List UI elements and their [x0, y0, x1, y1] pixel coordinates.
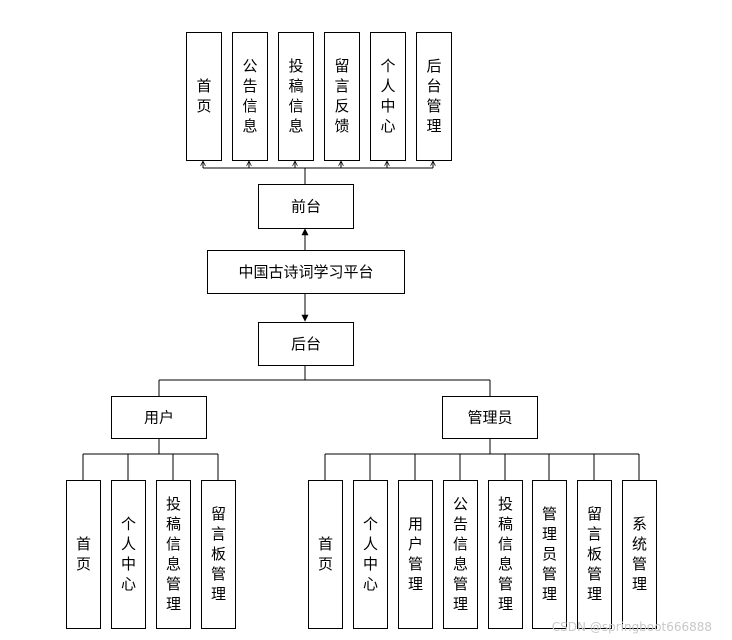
admin-module-box: 投稿信息管理 [488, 480, 523, 629]
box-frame [201, 480, 236, 629]
front-module-box: 后台管理 [416, 32, 452, 161]
box-frame [232, 32, 268, 161]
front-module-box: 留言反馈 [324, 32, 360, 161]
box-frame [353, 480, 388, 629]
admin-module-box: 首页 [308, 480, 343, 629]
box-frame [443, 480, 478, 629]
user-module-box: 投稿信息管理 [156, 480, 191, 629]
admin-module-box: 用户管理 [398, 480, 433, 629]
box-frame [308, 480, 343, 629]
box-label: 后台 [291, 335, 321, 353]
root-box: 中国古诗词学习平台 [207, 250, 405, 294]
front-module-box: 个人中心 [370, 32, 406, 161]
box-frame [278, 32, 314, 161]
box-label: 投稿信息管理 [166, 495, 181, 613]
box-label: 首页 [76, 535, 91, 573]
user-module-box: 个人中心 [111, 480, 146, 629]
box-frame [111, 480, 146, 629]
admin-module-box: 公告信息管理 [443, 480, 478, 629]
box-frame [622, 480, 657, 629]
box-label: 个人中心 [380, 57, 395, 135]
box-label: 投稿信息 [288, 57, 303, 135]
box-frame [66, 480, 101, 629]
box-label: 投稿信息管理 [498, 495, 513, 613]
box-label: 首页 [196, 77, 211, 115]
box-frame [324, 32, 360, 161]
box-label: 留言板管理 [211, 505, 226, 603]
box-label: 管理员管理 [542, 505, 557, 603]
front-module-box: 公告信息 [232, 32, 268, 161]
box-frame [258, 184, 354, 229]
back-box: 后台 [258, 322, 354, 366]
box-frame [156, 480, 191, 629]
box-label: 后台管理 [426, 57, 441, 135]
box-label: 公告信息 [242, 57, 257, 135]
admin-module-box: 管理员管理 [532, 480, 567, 629]
module-boxes: 首页公告信息投稿信息留言反馈个人中心后台管理前台中国古诗词学习平台后台用户管理员… [66, 32, 657, 629]
user-module-box: 首页 [66, 480, 101, 629]
front-module-box: 投稿信息 [278, 32, 314, 161]
admin-module-box: 留言板管理 [577, 480, 612, 629]
box-label: 系统管理 [632, 515, 647, 593]
admin-role-box: 管理员 [442, 396, 538, 439]
admin-module-box: 个人中心 [353, 480, 388, 629]
front-box: 前台 [258, 184, 354, 229]
box-label: 用户管理 [408, 515, 423, 593]
box-frame [532, 480, 567, 629]
front-module-box: 首页 [186, 32, 222, 161]
box-frame [416, 32, 452, 161]
admin-module-box: 系统管理 [622, 480, 657, 629]
box-frame [398, 480, 433, 629]
box-frame [488, 480, 523, 629]
box-frame [111, 396, 207, 439]
box-label: 留言反馈 [334, 57, 349, 135]
box-frame [370, 32, 406, 161]
box-label: 留言板管理 [587, 505, 602, 603]
box-label: 个人中心 [121, 515, 136, 593]
box-label: 用户 [144, 409, 174, 427]
box-label: 管理员 [467, 409, 512, 427]
user-module-box: 留言板管理 [201, 480, 236, 629]
box-label: 公告信息管理 [453, 495, 468, 613]
box-label: 中国古诗词学习平台 [238, 263, 373, 281]
connector-lines [82, 161, 640, 480]
box-frame [442, 396, 538, 439]
box-label: 首页 [318, 535, 333, 573]
box-frame [258, 322, 354, 366]
box-label: 个人中心 [363, 515, 378, 593]
watermark: CSDN @springboot666888 [551, 620, 712, 634]
box-frame [207, 250, 405, 294]
user-role-box: 用户 [111, 396, 207, 439]
box-label: 前台 [291, 198, 321, 216]
box-frame [186, 32, 222, 161]
box-frame [577, 480, 612, 629]
